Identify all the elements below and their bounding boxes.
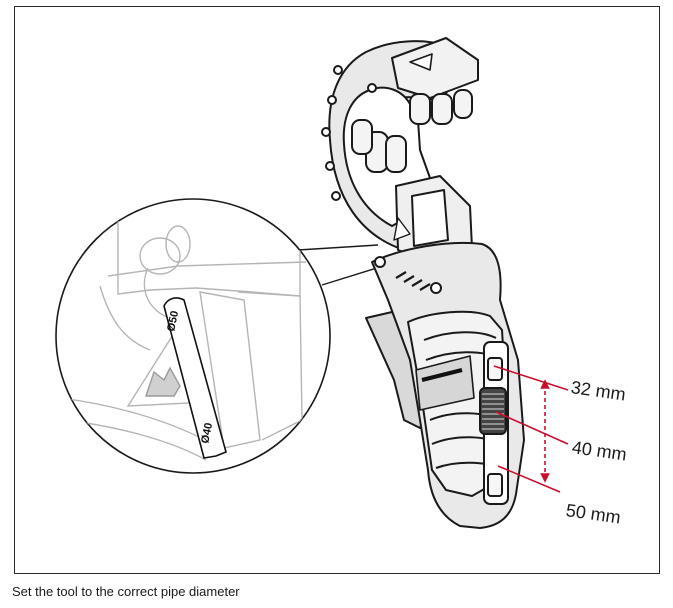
detail-mark-40: Ø40 (199, 422, 215, 445)
zoom-detail: Ø50 Ø40 (55, 198, 331, 474)
pipe-cutter-tool (321, 37, 525, 529)
diameter-indicators (493, 365, 569, 493)
figure-caption: Set the tool to the correct pipe diamete… (12, 584, 240, 599)
detail-mark-50: Ø50 (165, 310, 181, 333)
